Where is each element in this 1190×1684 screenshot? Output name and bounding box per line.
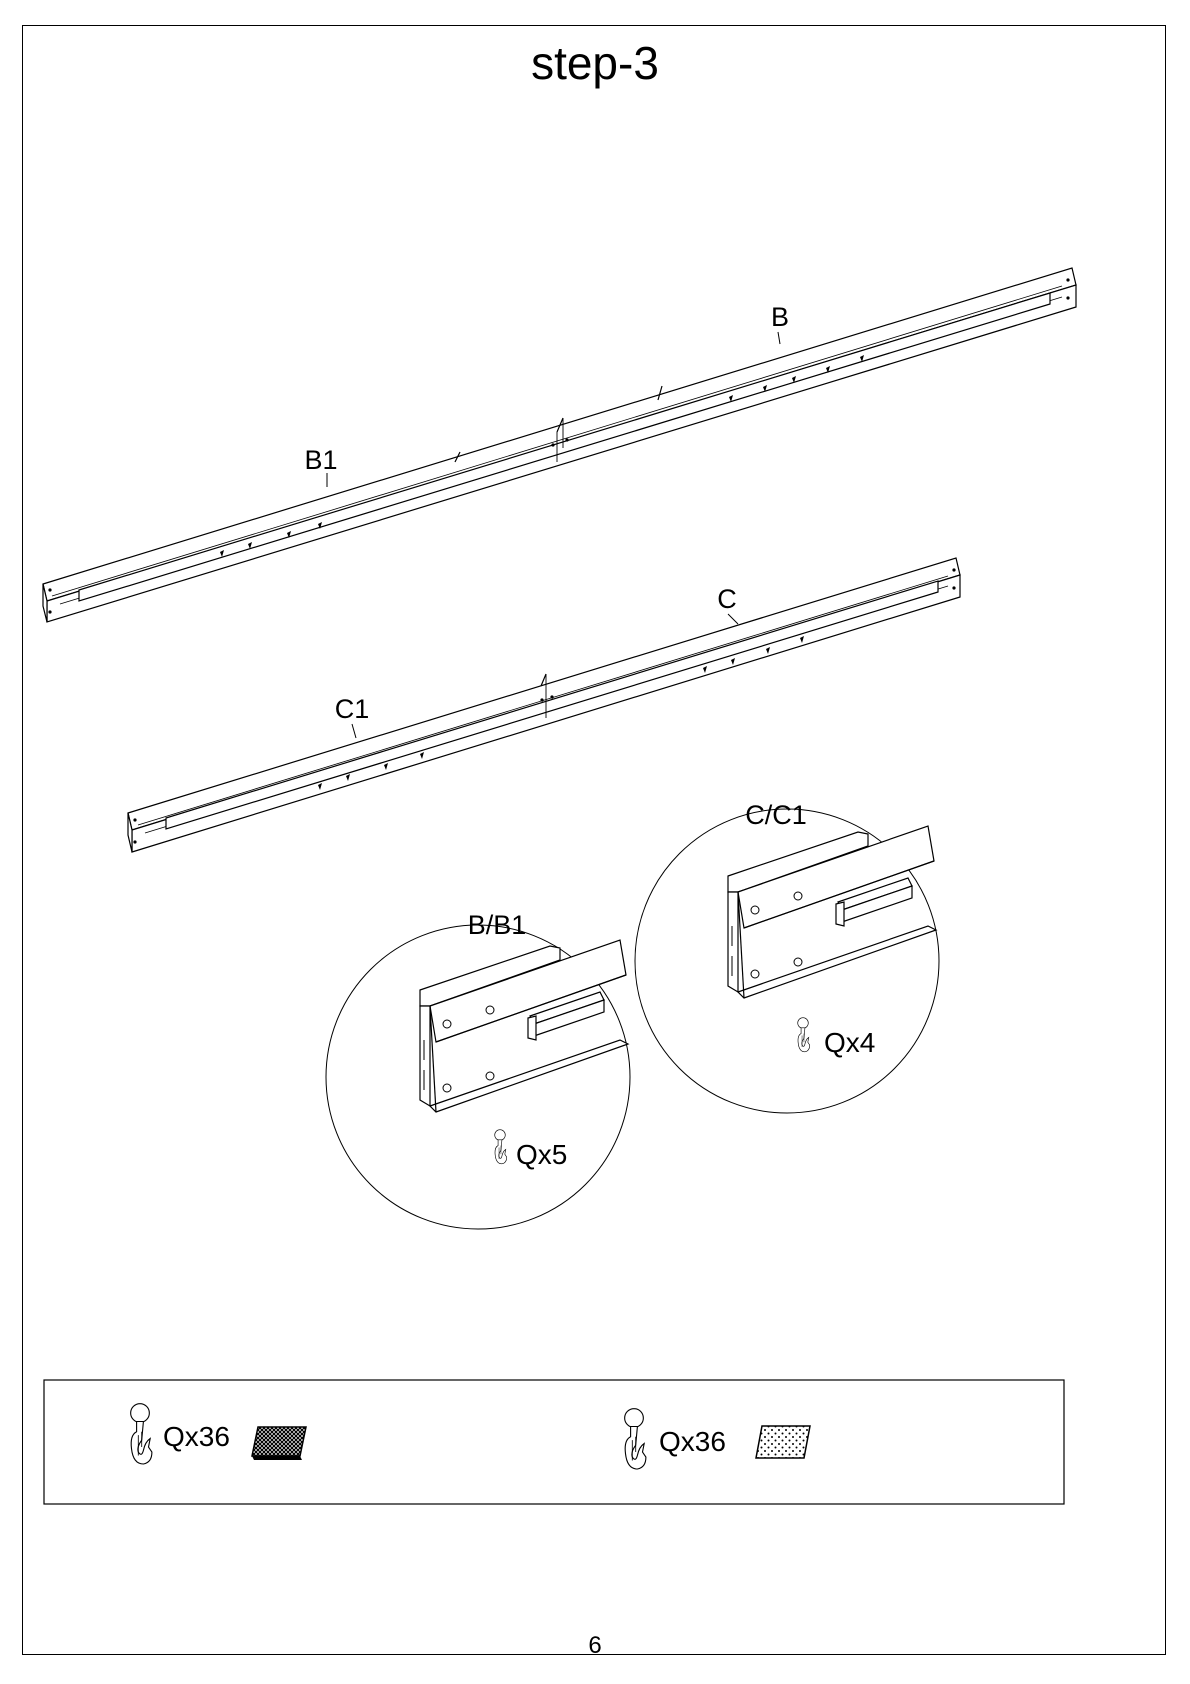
c-leader [728, 614, 738, 624]
detail-qty-cc1: Qx4 [824, 1027, 875, 1058]
part-label-b: B [771, 302, 789, 332]
detail-qty-bb1: Qx5 [516, 1139, 567, 1170]
rail-c-c1 [128, 558, 960, 852]
detail-b-b1 [326, 925, 630, 1229]
detail-label-cc1: C/C1 [745, 800, 807, 830]
page-number: 6 [0, 1632, 1190, 1660]
part-label-b1: B1 [304, 445, 337, 475]
hardware-qty-2: Qx36 [659, 1426, 726, 1457]
dotted-swatch-icon [756, 1426, 810, 1458]
b-leader [778, 332, 780, 344]
detail-c-c1 [635, 809, 939, 1113]
c1-leader [352, 724, 356, 738]
part-label-c: C [717, 584, 737, 614]
part-label-c1: C1 [335, 694, 370, 724]
dark-mesh-swatch-icon [252, 1427, 306, 1460]
hardware-qty-1: Qx36 [163, 1421, 230, 1452]
detail-label-bb1: B/B1 [468, 910, 527, 940]
